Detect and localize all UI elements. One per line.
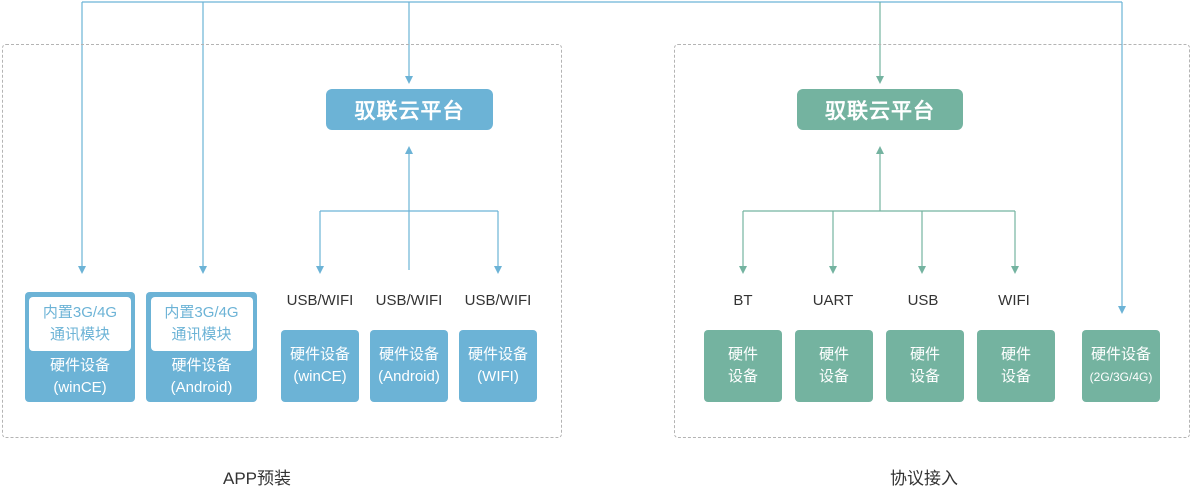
device-android: 硬件设备 (Android) [370, 330, 448, 402]
device-uart: 硬件 设备 [795, 330, 873, 402]
device-line2: (2G/3G/4G) [1089, 370, 1153, 384]
device-line1: 硬件 [909, 346, 940, 363]
device-wince: 硬件设备 (winCE) [281, 330, 359, 402]
device-wifi-protocol: 硬件 设备 [977, 330, 1055, 402]
device-line1: 硬件 [818, 346, 849, 363]
device-line2: (Android) [170, 379, 233, 396]
module-line1: 内置3G/4G [42, 304, 118, 321]
device-line2: 设备 [818, 368, 849, 385]
device-line1: 硬件设备 [49, 357, 110, 374]
app-platform: 驭联云平台 [326, 89, 493, 130]
device-wifi: 硬件设备 (WIFI) [459, 330, 537, 402]
module-device-android: 内置3G/4G 通讯模块 硬件设备 (Android) [146, 292, 257, 402]
protocol-conn-label: USB [907, 292, 939, 309]
device-cellular: 硬件设备 (2G/3G/4G) [1082, 330, 1160, 402]
device-usb: 硬件 设备 [886, 330, 964, 402]
top-bus [78, 1, 1126, 314]
device-line2: (winCE) [293, 368, 347, 385]
device-line2: (WIFI) [477, 368, 519, 385]
device-line2: (Android) [378, 368, 440, 385]
protocol-conn-label: WIFI [998, 292, 1030, 309]
app-group-caption: APP预装 [222, 469, 292, 488]
app-tree [316, 146, 502, 274]
comm-module: 内置3G/4G 通讯模块 [29, 297, 131, 351]
protocol-conn-label: UART [812, 292, 854, 309]
module-line2: 通讯模块 [49, 326, 110, 343]
device-line1: 硬件 [727, 346, 758, 363]
app-conn-label: USB/WIFI [375, 292, 443, 309]
device-line1: 硬件设备 [467, 346, 528, 363]
module-line1: 内置3G/4G [164, 304, 239, 321]
device-line2: 设备 [727, 368, 758, 385]
device-line1: 硬件设备 [289, 346, 350, 363]
protocol-conn-label: BT [733, 292, 753, 309]
device-line2: (winCE) [53, 379, 107, 396]
device-bt: 硬件 设备 [704, 330, 782, 402]
app-group-box [2, 44, 562, 438]
app-conn-label: USB/WIFI [286, 292, 354, 309]
device-line1: 硬件设备 [171, 357, 232, 374]
comm-module: 内置3G/4G 通讯模块 [150, 297, 253, 351]
device-line1: 硬件设备 [378, 346, 439, 363]
module-line2: 通讯模块 [171, 326, 232, 343]
protocol-group-caption: 协议接入 [890, 469, 958, 488]
device-line1: 硬件 [1000, 346, 1031, 363]
module-device-wince: 内置3G/4G 通讯模块 硬件设备 (winCE) [25, 292, 135, 402]
device-line1: 硬件设备 [1090, 346, 1151, 363]
device-line2: 设备 [1000, 368, 1031, 385]
app-conn-label: USB/WIFI [464, 292, 532, 309]
protocol-platform: 驭联云平台 [797, 89, 963, 130]
device-line2: 设备 [909, 368, 940, 385]
protocol-tree [739, 146, 1019, 274]
